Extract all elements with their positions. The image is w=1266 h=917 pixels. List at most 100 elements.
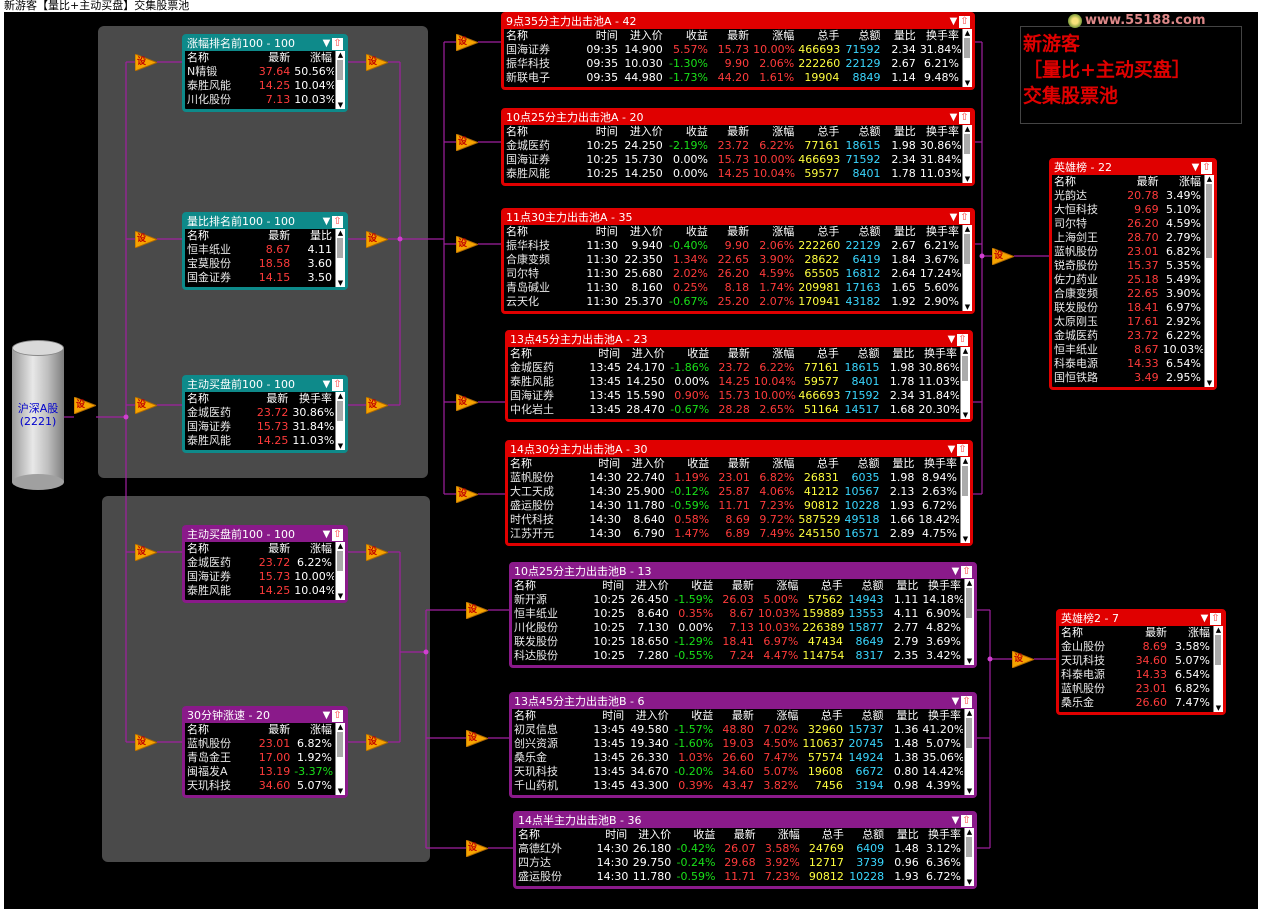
panel-header[interactable]: 量比排名前100 - 100▼⇧ bbox=[185, 215, 345, 229]
column-header[interactable]: 最新 bbox=[268, 229, 291, 242]
scroll-up-arrow-icon[interactable]: ▲ bbox=[962, 347, 969, 355]
scroll-down-arrow-icon[interactable]: ▼ bbox=[337, 101, 344, 109]
source-database-shanghai-shenzhen-a[interactable]: 沪深A股(2221) bbox=[12, 340, 64, 490]
column-header[interactable]: 最新 bbox=[727, 457, 750, 470]
column-header[interactable]: 收益 bbox=[685, 125, 708, 138]
panel-header[interactable]: 14点半主力出击池B - 36▼⇧ bbox=[516, 814, 974, 828]
panel-header[interactable]: 涨幅排名前100 - 100▼⇧ bbox=[185, 37, 345, 51]
up-arrow-icon[interactable]: ⇧ bbox=[959, 212, 970, 224]
column-header[interactable]: 进入价 bbox=[638, 828, 672, 841]
column-header[interactable]: 量比 bbox=[893, 29, 916, 42]
column-header[interactable]: 最新 bbox=[727, 225, 750, 238]
dropdown-icon[interactable]: ▼ bbox=[1200, 613, 1209, 624]
vertical-scrollbar[interactable]: ▲▼ bbox=[960, 457, 970, 543]
vertical-scrollbar[interactable]: ▲▼ bbox=[335, 392, 345, 450]
up-arrow-icon[interactable]: ⇧ bbox=[332, 529, 343, 541]
scroll-thumb[interactable] bbox=[964, 134, 970, 154]
panel-pool-b3[interactable]: 14点半主力出击池B - 36▼⇧名称时间进入价收益最新涨幅总手总额量比换手率高… bbox=[513, 811, 977, 889]
scroll-down-arrow-icon[interactable]: ▼ bbox=[962, 535, 969, 543]
up-arrow-icon[interactable]: ⇧ bbox=[961, 566, 972, 578]
column-header[interactable]: 时间 bbox=[595, 29, 618, 42]
filter-node-icon[interactable]: 设 bbox=[366, 397, 388, 414]
up-arrow-icon[interactable]: ⇧ bbox=[332, 216, 343, 228]
up-arrow-icon[interactable]: ⇧ bbox=[961, 815, 972, 827]
panel-header[interactable]: 10点25分主力出击池A - 20▼⇧ bbox=[504, 111, 972, 125]
up-arrow-icon[interactable]: ⇧ bbox=[332, 38, 343, 50]
column-header[interactable]: 收益 bbox=[687, 347, 710, 360]
vertical-scrollbar[interactable]: ▲▼ bbox=[962, 125, 972, 183]
vertical-scrollbar[interactable]: ▲▼ bbox=[964, 579, 974, 665]
panel-pool-a5[interactable]: 14点30分主力出击池A - 30▼⇧名称时间进入价收益最新涨幅总手总额量比换手… bbox=[505, 440, 973, 546]
panel-header[interactable]: 9点35分主力出击池A - 42▼⇧ bbox=[504, 15, 972, 29]
column-header[interactable]: 最新 bbox=[731, 709, 754, 722]
column-header[interactable]: 时间 bbox=[598, 347, 621, 360]
vertical-scrollbar[interactable]: ▲▼ bbox=[335, 51, 345, 109]
filter-node-icon[interactable]: 设 bbox=[366, 231, 388, 248]
scroll-thumb[interactable] bbox=[337, 238, 343, 258]
filter-node-icon[interactable]: 设 bbox=[135, 734, 157, 751]
column-header[interactable]: 换手率 bbox=[928, 828, 961, 841]
scroll-thumb[interactable] bbox=[964, 234, 970, 264]
column-header[interactable]: 换手率 bbox=[928, 709, 961, 722]
panel-header[interactable]: 英雄榜 - 22▼⇧ bbox=[1052, 161, 1214, 175]
up-arrow-icon[interactable]: ⇧ bbox=[332, 710, 343, 722]
column-header[interactable]: 进入价 bbox=[629, 225, 663, 238]
column-header[interactable]: 最新 bbox=[727, 125, 750, 138]
vertical-scrollbar[interactable]: ▲▼ bbox=[335, 542, 345, 600]
scroll-thumb[interactable] bbox=[337, 551, 343, 571]
column-header[interactable]: 时间 bbox=[598, 457, 621, 470]
column-header[interactable]: 涨幅 bbox=[772, 125, 795, 138]
column-header[interactable]: 量比 bbox=[892, 457, 915, 470]
scroll-up-arrow-icon[interactable]: ▲ bbox=[1206, 175, 1213, 183]
column-header[interactable]: 最新 bbox=[727, 347, 750, 360]
dropdown-icon[interactable]: ▼ bbox=[951, 696, 960, 707]
scroll-up-arrow-icon[interactable]: ▲ bbox=[964, 125, 971, 133]
column-header[interactable]: 量比 bbox=[896, 828, 919, 841]
up-arrow-icon[interactable]: ⇧ bbox=[957, 444, 968, 456]
dropdown-icon[interactable]: ▼ bbox=[951, 815, 960, 826]
column-header[interactable]: 名称 bbox=[187, 542, 209, 555]
column-header[interactable]: 量比 bbox=[310, 229, 332, 242]
dropdown-icon[interactable]: ▼ bbox=[322, 529, 331, 540]
column-header[interactable]: 进入价 bbox=[629, 125, 663, 138]
scroll-up-arrow-icon[interactable]: ▲ bbox=[337, 229, 344, 237]
vertical-scrollbar[interactable]: ▲▼ bbox=[964, 828, 974, 886]
column-header[interactable]: 总手 bbox=[820, 709, 843, 722]
column-header[interactable]: 总额 bbox=[858, 225, 881, 238]
scroll-down-arrow-icon[interactable]: ▼ bbox=[337, 592, 344, 600]
panel-pool-a2[interactable]: 10点25分主力出击池A - 20▼⇧名称时间进入价收益最新涨幅总手总额量比换手… bbox=[501, 108, 975, 186]
dropdown-icon[interactable]: ▼ bbox=[322, 216, 331, 227]
scroll-up-arrow-icon[interactable]: ▲ bbox=[966, 709, 973, 717]
column-header[interactable]: 总额 bbox=[858, 29, 881, 42]
column-header[interactable]: 收益 bbox=[691, 709, 714, 722]
scroll-down-arrow-icon[interactable]: ▼ bbox=[337, 279, 344, 287]
